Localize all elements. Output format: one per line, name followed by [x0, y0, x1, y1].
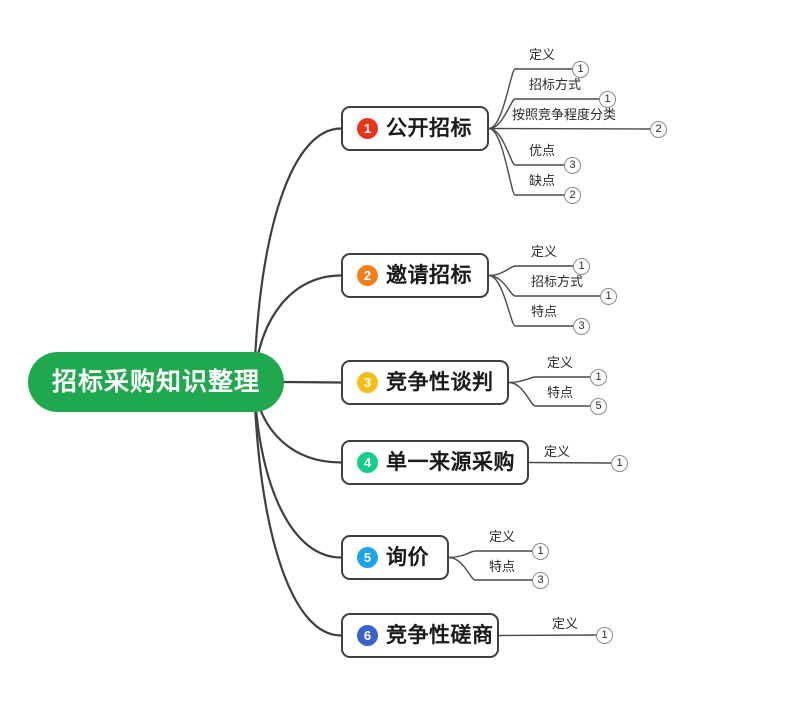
- branch-badge-5: 5: [357, 547, 378, 568]
- leaf-count-1-5: 2: [564, 187, 581, 204]
- leaf-count-5-1: 1: [532, 543, 549, 560]
- branch-badge-1: 1: [357, 118, 378, 139]
- leaf-count-1-2: 1: [599, 91, 616, 108]
- leaf-count-6-1: 1: [596, 627, 613, 644]
- branch-badge-3: 3: [357, 372, 378, 393]
- branch-node-4[interactable]: 4 单一来源采购: [341, 440, 529, 485]
- connector-branch-4-leaf-1: [528, 461, 613, 464]
- leaf-count-5-2: 3: [532, 572, 549, 589]
- connector-root-to-branch-1: [252, 127, 343, 384]
- root-node[interactable]: 招标采购知识整理: [28, 352, 284, 412]
- branch-label-1: 公开招标: [386, 117, 472, 140]
- leaf-count-3-2: 5: [590, 398, 607, 415]
- branch-node-5[interactable]: 5 询价: [341, 535, 449, 580]
- connector-branch-6-leaf-1: [498, 634, 598, 637]
- connector-root-to-branch-6: [252, 380, 343, 637]
- branch-label-3: 竞争性谈判: [386, 371, 494, 394]
- leaf-count-2-3: 3: [573, 318, 590, 335]
- leaf-count-4-1: 1: [611, 455, 628, 472]
- root-node-label: 招标采购知识整理: [51, 367, 260, 396]
- leaf-label-5-1[interactable]: 定义: [489, 529, 516, 544]
- leaf-label-4-1[interactable]: 定义: [544, 444, 571, 459]
- branch-label-5: 询价: [386, 546, 429, 569]
- connector-branch-3-leaf-1: [508, 376, 592, 384]
- leaf-label-1-5[interactable]: 缺点: [529, 173, 556, 188]
- branch-badge-6: 6: [357, 625, 378, 646]
- leaf-label-3-2[interactable]: 特点: [547, 385, 574, 400]
- connector-root-to-branch-3: [282, 380, 343, 384]
- leaf-label-1-4[interactable]: 优点: [529, 143, 556, 158]
- branch-node-6[interactable]: 6 竞争性磋商: [341, 613, 499, 658]
- leaf-count-3-1: 1: [590, 369, 607, 386]
- leaf-label-1-1[interactable]: 定义: [529, 47, 556, 62]
- leaf-count-1-4: 3: [564, 157, 581, 174]
- leaf-count-1-1: 1: [572, 61, 589, 78]
- leaf-label-3-1[interactable]: 定义: [547, 355, 574, 370]
- branch-node-3[interactable]: 3 竞争性谈判: [341, 360, 509, 405]
- branch-node-2[interactable]: 2 邀请招标: [341, 253, 489, 298]
- leaf-label-5-2[interactable]: 特点: [489, 559, 516, 574]
- leaf-label-1-3[interactable]: 按照竞争程度分类: [512, 107, 617, 122]
- branch-label-4: 单一来源采购: [386, 451, 515, 474]
- branch-label-6: 竞争性磋商: [386, 624, 494, 647]
- leaf-count-2-1: 1: [573, 258, 590, 275]
- branch-badge-2: 2: [357, 265, 378, 286]
- leaf-count-1-3: 2: [650, 121, 667, 138]
- leaf-label-1-2[interactable]: 招标方式: [529, 77, 582, 92]
- branch-label-2: 邀请招标: [386, 264, 472, 287]
- connector-branch-1-leaf-3: [488, 127, 652, 130]
- leaf-label-2-2[interactable]: 招标方式: [531, 274, 584, 289]
- leaf-label-6-1[interactable]: 定义: [552, 616, 579, 631]
- branch-node-1[interactable]: 1 公开招标: [341, 106, 489, 151]
- connector-branch-5-leaf-1: [448, 550, 534, 559]
- leaf-count-2-2: 1: [600, 288, 617, 305]
- leaf-label-2-1[interactable]: 定义: [531, 244, 558, 259]
- branch-badge-4: 4: [357, 452, 378, 473]
- leaf-label-2-3[interactable]: 特点: [531, 304, 558, 319]
